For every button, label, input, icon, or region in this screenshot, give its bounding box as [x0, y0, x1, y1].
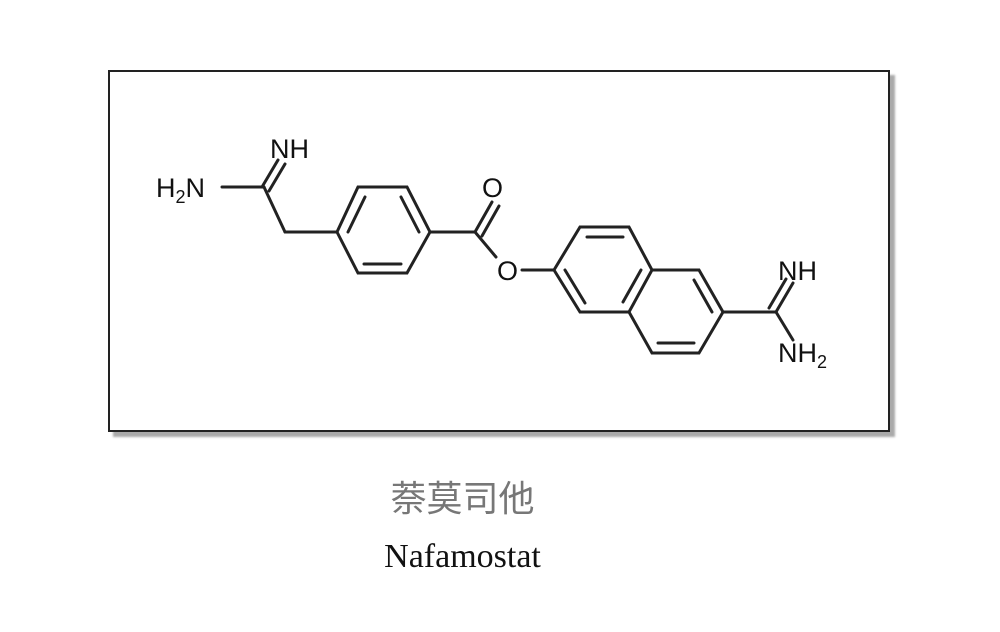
naph-inner-3 — [621, 268, 643, 304]
bond-c-nh-double-1 — [260, 158, 280, 189]
chinese-name: 萘莫司他 — [390, 479, 535, 520]
benzene-ring — [335, 185, 432, 275]
atom-nh2-right: NH2 — [778, 338, 827, 372]
naphthalene-ring-1 — [552, 225, 654, 314]
bond-c-o-ester — [473, 230, 498, 259]
bond-c-nh2-right — [774, 310, 795, 342]
atom-nh-right: NH — [778, 256, 817, 286]
benzene-inner-2 — [399, 195, 421, 234]
benzene-inner-1 — [346, 195, 367, 234]
atom-h2n-left: H2N — [156, 173, 205, 207]
structure-frame — [108, 70, 890, 432]
bond-co-double-2 — [480, 204, 501, 238]
atom-labels: NH H2N O O NH NH2 — [156, 134, 827, 372]
english-name: Nafamostat — [384, 538, 541, 575]
bond-co-double-1 — [473, 200, 494, 234]
bond-c-nh-double-3 — [774, 281, 795, 314]
bond-c-nh-double-2 — [267, 162, 287, 193]
bond-c-ch2 — [262, 185, 287, 234]
bond-c-nh-double-4 — [767, 277, 788, 310]
bonds — [220, 158, 795, 355]
naphthalene-ring-2 — [627, 268, 725, 355]
naph-inner-2 — [563, 268, 587, 305]
atom-nh-left: NH — [270, 134, 309, 164]
atom-ester-o: O — [497, 256, 518, 286]
atom-carbonyl-o: O — [482, 173, 503, 203]
naph-inner-4 — [692, 278, 714, 314]
